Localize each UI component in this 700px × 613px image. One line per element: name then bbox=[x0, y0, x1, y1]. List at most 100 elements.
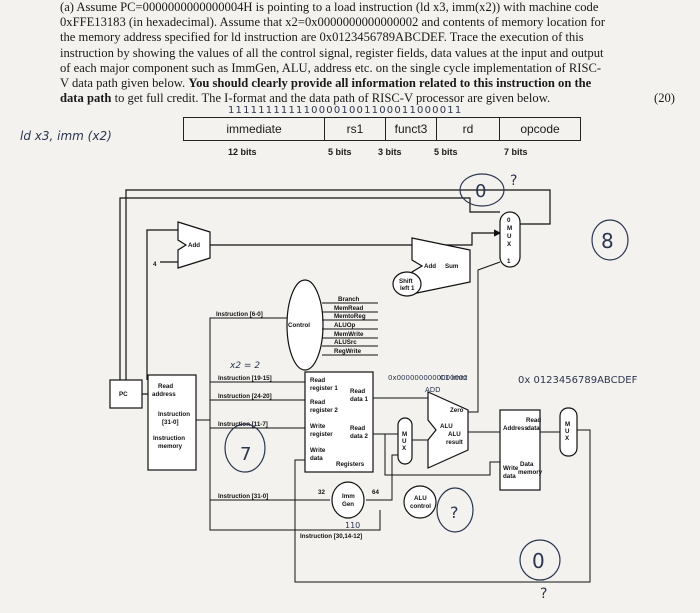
bits-funct3: 3 bits bbox=[378, 147, 402, 157]
registers-label: Registers bbox=[336, 461, 365, 468]
svg-text:Read: Read bbox=[526, 417, 541, 424]
svg-text:Instruction: Instruction bbox=[158, 411, 190, 418]
mux-top-1: 1 bbox=[507, 258, 511, 265]
mux-memtoreg: M U X bbox=[559, 407, 578, 457]
instr-6-0: Instruction [6-0] bbox=[216, 311, 263, 318]
alu-control: ALU control bbox=[403, 485, 437, 519]
svg-text:register 1: register 1 bbox=[310, 385, 338, 392]
register-file: Read register 1 Read register 2 Write re… bbox=[304, 371, 374, 473]
control-unit: Control bbox=[286, 279, 324, 371]
hand-question-2: ? bbox=[450, 503, 459, 522]
svg-text:[31-0]: [31-0] bbox=[162, 419, 179, 426]
svg-text:data: data bbox=[527, 425, 540, 432]
svg-text:M: M bbox=[507, 225, 512, 232]
points: (20) bbox=[654, 91, 675, 106]
bits-rs1: 5 bits bbox=[328, 147, 352, 157]
svg-text:U: U bbox=[402, 438, 407, 445]
signal-branch: Branch bbox=[338, 296, 360, 303]
hand-question-1: ? bbox=[510, 173, 517, 189]
bus-32: 32 bbox=[318, 489, 325, 496]
bits-immediate: 12 bits bbox=[228, 147, 257, 157]
binary-note: 1111111111100001001100011000011 bbox=[228, 105, 462, 116]
svg-text:ALU: ALU bbox=[448, 431, 461, 438]
imm-gen: Imm Gen 32 64 bbox=[318, 481, 379, 519]
svg-text:Instruction: Instruction bbox=[153, 435, 185, 442]
svg-text:Shift: Shift bbox=[399, 278, 413, 285]
svg-text:M: M bbox=[565, 421, 570, 428]
bits-rd: 5 bits bbox=[434, 147, 458, 157]
pc-label: PC bbox=[119, 391, 128, 398]
svg-text:memory: memory bbox=[158, 443, 183, 450]
hand-zero-bottom: 0 bbox=[532, 549, 545, 573]
pc-register: PC bbox=[109, 379, 143, 409]
hand-question-3: ? bbox=[540, 586, 547, 602]
svg-text:ALU: ALU bbox=[440, 423, 453, 430]
mux-top: M U X 0 1 bbox=[499, 211, 521, 268]
svg-text:Read: Read bbox=[310, 399, 325, 406]
svg-text:U: U bbox=[565, 428, 570, 435]
hand-imm-note: 0x0000000000000002 bbox=[388, 374, 468, 382]
svg-text:X: X bbox=[402, 445, 407, 452]
hand-seven: 7 bbox=[240, 444, 251, 465]
svg-text:Write: Write bbox=[503, 465, 519, 472]
add-left: Add 4 bbox=[153, 221, 211, 269]
svg-text:ALU: ALU bbox=[414, 495, 427, 502]
signal-aluop: ALUOp bbox=[334, 322, 356, 329]
hand-zero-top: 0 bbox=[475, 181, 486, 202]
hand-add-note: ADD bbox=[425, 386, 441, 394]
bits-opcode: 7 bits bbox=[504, 147, 528, 157]
svg-text:X: X bbox=[565, 435, 570, 442]
hand-c1-imm: C1 imm bbox=[440, 374, 467, 382]
svg-text:left 1: left 1 bbox=[400, 285, 415, 292]
svg-text:Address: Address bbox=[503, 425, 528, 432]
svg-text:U: U bbox=[507, 233, 512, 240]
svg-text:data 2: data 2 bbox=[350, 433, 368, 440]
ld-note: ld x3, imm (x2) bbox=[20, 129, 112, 143]
question-line-2: 0xFFE13183 (in hexadecimal). Assume that… bbox=[60, 15, 606, 30]
handwritten-annotations: 0 ? 8 0x 0123456789ABCDEF 0x000000000000… bbox=[224, 173, 638, 602]
constant-four: 4 bbox=[153, 261, 157, 268]
bus-64: 64 bbox=[372, 489, 379, 496]
question-line-1: (a) Assume PC=0000000000000004H is point… bbox=[60, 0, 599, 14]
mux-alusrc: M U X bbox=[397, 417, 413, 465]
svg-text:Read: Read bbox=[310, 377, 325, 384]
alu: ALU Zero ALU result bbox=[427, 391, 469, 469]
svg-text:data: data bbox=[503, 473, 516, 480]
control-label: Control bbox=[288, 322, 310, 329]
instr-30-14-12: Instruction [30,14-12] bbox=[300, 533, 362, 540]
question-text: (a) Assume PC=0000000000000004H is point… bbox=[60, 0, 675, 106]
add-sum-label: Sum bbox=[445, 263, 459, 270]
instr-19-15: Instruction [19-15] bbox=[218, 375, 272, 382]
hand-mem-value: 0x 0123456789ABCDEF bbox=[518, 375, 638, 386]
add-left-label: Add bbox=[188, 242, 200, 249]
hand-eight: 8 bbox=[601, 229, 614, 253]
signal-memread: MemRead bbox=[334, 305, 363, 312]
svg-text:Write: Write bbox=[310, 447, 326, 454]
question-line-5: of each major component such as ImmGen, … bbox=[60, 60, 602, 75]
i-format-table: immediate rs1 funct3 rd opcode bbox=[183, 117, 581, 141]
instr-24-20: Instruction [24-20] bbox=[218, 393, 272, 400]
signal-regwrite: RegWrite bbox=[334, 348, 362, 355]
question-line-7: data path to get full credit. The I-form… bbox=[60, 91, 551, 106]
hand-funct-note: 110 bbox=[345, 521, 360, 530]
field-immediate: immediate bbox=[183, 117, 325, 141]
instr-31-0: Instruction [31-0] bbox=[218, 493, 268, 500]
mux-top-0: 0 bbox=[507, 217, 511, 224]
svg-text:memory: memory bbox=[518, 469, 543, 476]
svg-text:Imm: Imm bbox=[342, 493, 355, 500]
data-memory: Address Read data Write data Data memory bbox=[499, 409, 543, 491]
shift-left: Shift left 1 bbox=[392, 271, 422, 297]
svg-text:Read: Read bbox=[158, 383, 173, 390]
svg-text:X: X bbox=[507, 241, 512, 248]
question-line-6: V data path given below. You should clea… bbox=[60, 76, 592, 91]
add-right-label: Add bbox=[424, 263, 436, 270]
wires-alu bbox=[294, 261, 591, 583]
field-rs1: rs1 bbox=[324, 117, 386, 141]
svg-text:register 2: register 2 bbox=[310, 407, 338, 414]
question-line-4: instruction by showing the values of all… bbox=[60, 45, 604, 60]
svg-text:control: control bbox=[410, 503, 431, 510]
svg-text:address: address bbox=[152, 391, 176, 398]
field-opcode: opcode bbox=[499, 117, 581, 141]
svg-text:Write: Write bbox=[310, 423, 326, 430]
